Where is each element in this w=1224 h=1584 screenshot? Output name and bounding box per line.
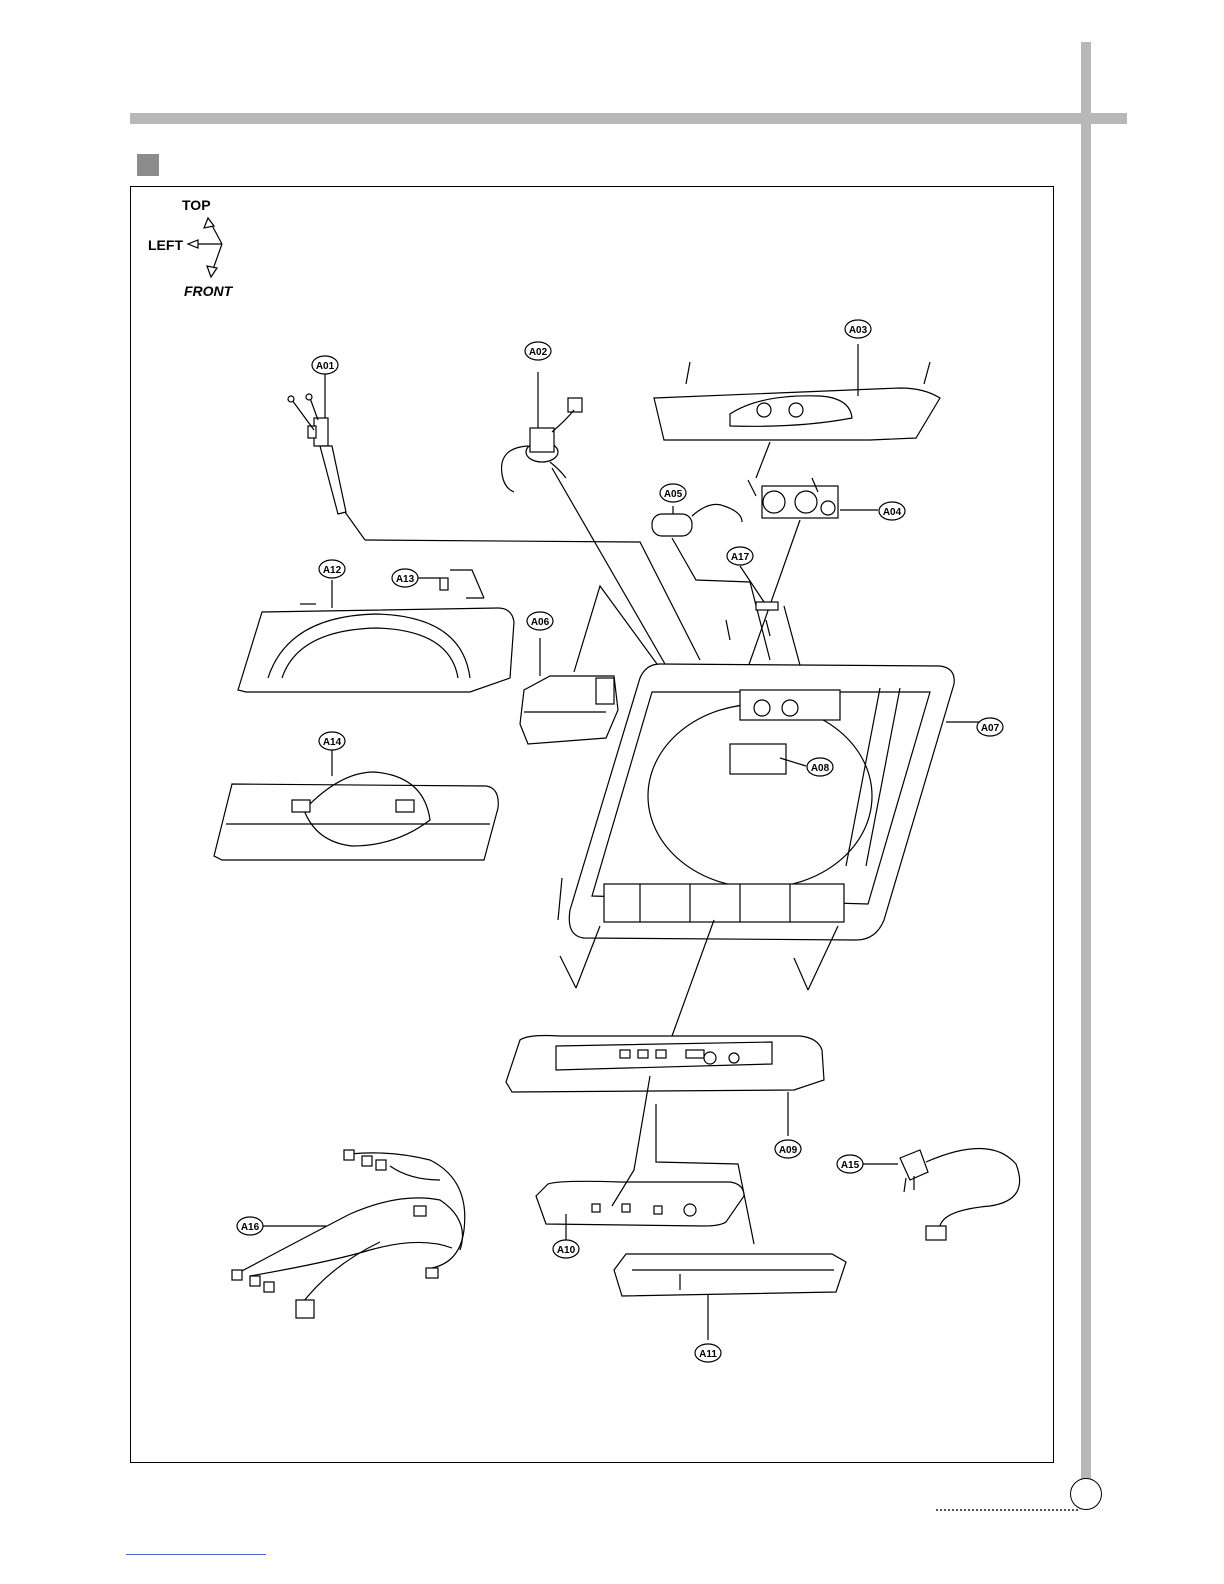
label-a13: A13	[392, 569, 418, 587]
part-a12-lid-frame	[238, 580, 514, 692]
part-a04-water-valve	[740, 478, 878, 690]
svg-text:A06: A06	[531, 617, 550, 628]
part-a16-wire-harness	[232, 1150, 465, 1318]
svg-text:A01: A01	[316, 361, 335, 372]
orientation-indicator: TOP LEFT FRONT	[148, 197, 234, 299]
part-a15-power-cord	[862, 1148, 1020, 1240]
part-a03-top-cover	[654, 344, 940, 478]
part-a07-top-plate	[558, 620, 980, 940]
part-a14-lid	[214, 750, 498, 860]
axis-label-top: TOP	[182, 197, 211, 213]
axis-label-front: FRONT	[184, 283, 234, 299]
svg-text:A10: A10	[557, 1245, 576, 1256]
part-a10-panel-decal	[536, 1076, 744, 1240]
svg-text:A08: A08	[811, 763, 830, 774]
svg-text:A04: A04	[883, 507, 902, 518]
label-a16: A16	[237, 1217, 263, 1235]
svg-text:A07: A07	[981, 723, 1000, 734]
label-a04: A04	[879, 502, 905, 520]
label-a02: A02	[525, 342, 551, 360]
label-a17: A17	[727, 547, 753, 565]
svg-text:A13: A13	[396, 574, 415, 585]
label-a14: A14	[319, 732, 345, 750]
axis-label-left: LEFT	[148, 237, 183, 253]
svg-text:A12: A12	[323, 565, 342, 576]
label-a10: A10	[553, 1240, 579, 1258]
label-a05: A05	[660, 484, 686, 502]
svg-text:A15: A15	[841, 1160, 860, 1171]
svg-text:A03: A03	[849, 325, 868, 336]
label-a07: A07	[977, 718, 1003, 736]
svg-text:A05: A05	[664, 489, 683, 500]
label-a11: A11	[695, 1344, 721, 1362]
svg-text:A11: A11	[699, 1349, 717, 1360]
svg-text:A17: A17	[731, 552, 750, 563]
label-a03: A03	[845, 320, 871, 338]
part-a11-pcb	[614, 1254, 846, 1340]
label-a09: A09	[775, 1140, 801, 1158]
svg-text:A09: A09	[779, 1145, 798, 1156]
label-a15: A15	[837, 1155, 863, 1173]
svg-text:A16: A16	[241, 1222, 260, 1233]
label-a06: A06	[527, 612, 553, 630]
label-a01: A01	[312, 356, 338, 374]
part-a13-hinge-clip	[418, 570, 484, 598]
part-a05-capacitor	[652, 504, 770, 660]
svg-text:A02: A02	[529, 347, 548, 358]
label-a08: A08	[807, 758, 833, 776]
label-a12: A12	[319, 560, 345, 578]
svg-text:A14: A14	[323, 737, 342, 748]
